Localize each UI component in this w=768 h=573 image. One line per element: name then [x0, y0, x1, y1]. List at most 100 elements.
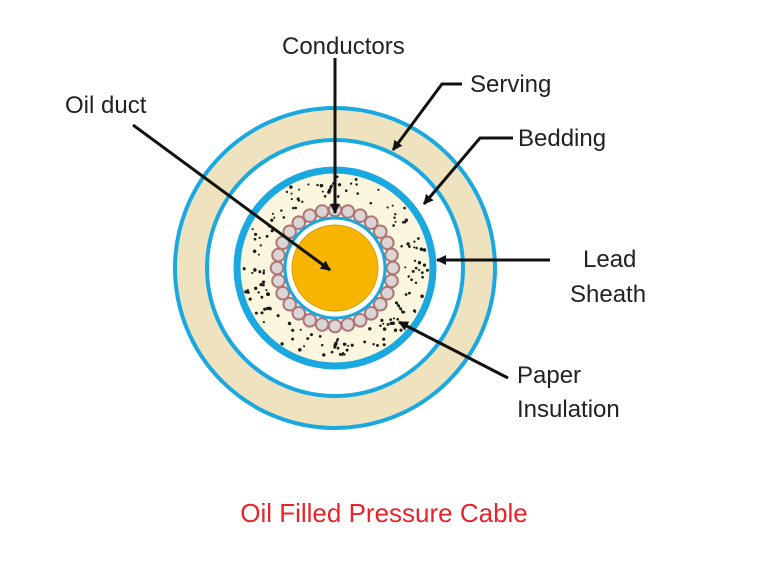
insulation-dot	[396, 317, 400, 321]
insulation-dot	[296, 197, 300, 201]
insulation-dot	[253, 268, 257, 271]
insulation-dot	[354, 177, 358, 181]
insulation-dot	[418, 261, 422, 265]
insulation-dot	[355, 183, 358, 186]
insulation-dot	[262, 269, 266, 272]
insulation-dot	[394, 220, 397, 223]
insulation-dot	[369, 201, 373, 205]
insulation-dot	[336, 195, 340, 198]
arrow-serving	[391, 82, 462, 151]
insulation-dot	[258, 236, 261, 240]
conductor-strand	[385, 260, 401, 276]
insulation-dot	[345, 348, 349, 352]
arrow-bedding	[422, 136, 513, 205]
conductor-strand	[302, 313, 318, 328]
insulation-dot	[303, 345, 306, 348]
insulation-dot	[389, 318, 392, 321]
insulation-dot	[319, 183, 324, 188]
insulation-dot	[408, 245, 411, 248]
insulation-dot	[419, 247, 424, 252]
insulation-dot	[316, 183, 319, 187]
insulation-dot	[417, 237, 420, 240]
insulation-dot	[291, 328, 295, 332]
insulation-dot	[322, 353, 326, 357]
conductor-strand	[302, 208, 318, 223]
conductor-strand	[363, 215, 379, 230]
insulation-dot	[265, 234, 269, 238]
insulation-dot	[270, 218, 274, 222]
insulation-dot	[321, 190, 324, 193]
insulation-dot	[242, 267, 246, 271]
insulation-dot	[337, 183, 342, 187]
conductor-strands	[269, 202, 401, 334]
insulation-dot	[401, 311, 405, 314]
insulation-dot	[413, 246, 416, 249]
insulation-dot	[251, 228, 254, 231]
insulation-dot	[379, 324, 382, 327]
insulation-dot	[420, 294, 424, 299]
insulation-dot	[391, 204, 394, 207]
insulation-dot	[301, 200, 304, 203]
insulation-dot	[415, 246, 418, 250]
conductor-strand	[340, 317, 356, 332]
insulation-dot	[290, 198, 293, 201]
conductor-strand	[271, 273, 286, 289]
insulation-dot	[350, 343, 354, 347]
paper-insulation-dots	[242, 175, 429, 357]
insulation-dot	[414, 266, 418, 270]
conductor-strand	[373, 224, 388, 240]
conductor-strand	[352, 208, 368, 223]
label-bedding: Bedding	[518, 125, 606, 152]
insulation-dot	[422, 263, 427, 267]
insulation-dot	[414, 281, 418, 285]
insulation-dot	[251, 271, 254, 275]
conductor-strand	[314, 317, 330, 332]
insulation-dot	[330, 350, 334, 354]
insulation-dot	[343, 353, 346, 356]
conductor-strand	[384, 273, 399, 289]
conductor-strand	[352, 313, 368, 328]
insulation-dot	[386, 206, 389, 209]
insulation-dot	[290, 192, 293, 195]
insulation-dot	[335, 339, 339, 343]
insulation-dot	[276, 314, 280, 318]
insulation-dot	[257, 253, 260, 256]
insulation-dot	[363, 340, 367, 344]
insulation-dot	[298, 348, 302, 352]
conductor-strand	[373, 296, 388, 312]
insulation-dot	[253, 286, 258, 291]
insulation-dot	[413, 240, 416, 243]
insulation-dot	[310, 333, 313, 337]
insulation-dot	[411, 269, 415, 273]
insulation-dot	[406, 242, 410, 246]
insulation-dot	[280, 342, 284, 346]
insulation-dot	[265, 289, 268, 292]
conductor-strand	[291, 215, 307, 230]
insulation-dot	[382, 322, 385, 325]
conductor-strand	[282, 296, 298, 312]
conductor-strand	[340, 204, 356, 219]
insulation-dot	[262, 271, 265, 275]
insulation-dot	[393, 216, 396, 219]
insulation-dot	[394, 213, 397, 216]
insulation-dot	[273, 216, 276, 219]
insulation-dot	[257, 291, 260, 294]
insulation-dot	[287, 321, 292, 326]
insulation-dot	[382, 343, 386, 347]
insulation-dot	[323, 194, 327, 198]
insulation-dot	[349, 182, 353, 185]
conductor-strand	[269, 260, 285, 276]
label-serving: Serving	[470, 71, 551, 98]
insulation-dot	[299, 328, 302, 331]
insulation-dot	[356, 192, 360, 195]
insulation-dot	[413, 259, 417, 262]
insulation-dot	[382, 327, 387, 331]
insulation-dot	[246, 289, 249, 292]
insulation-dot	[393, 328, 398, 332]
insulation-dot	[407, 275, 410, 278]
arrow-paper-insulation	[398, 320, 509, 380]
insulation-dot	[298, 188, 301, 191]
conductor-strand	[271, 247, 286, 263]
insulation-dot	[404, 218, 408, 222]
